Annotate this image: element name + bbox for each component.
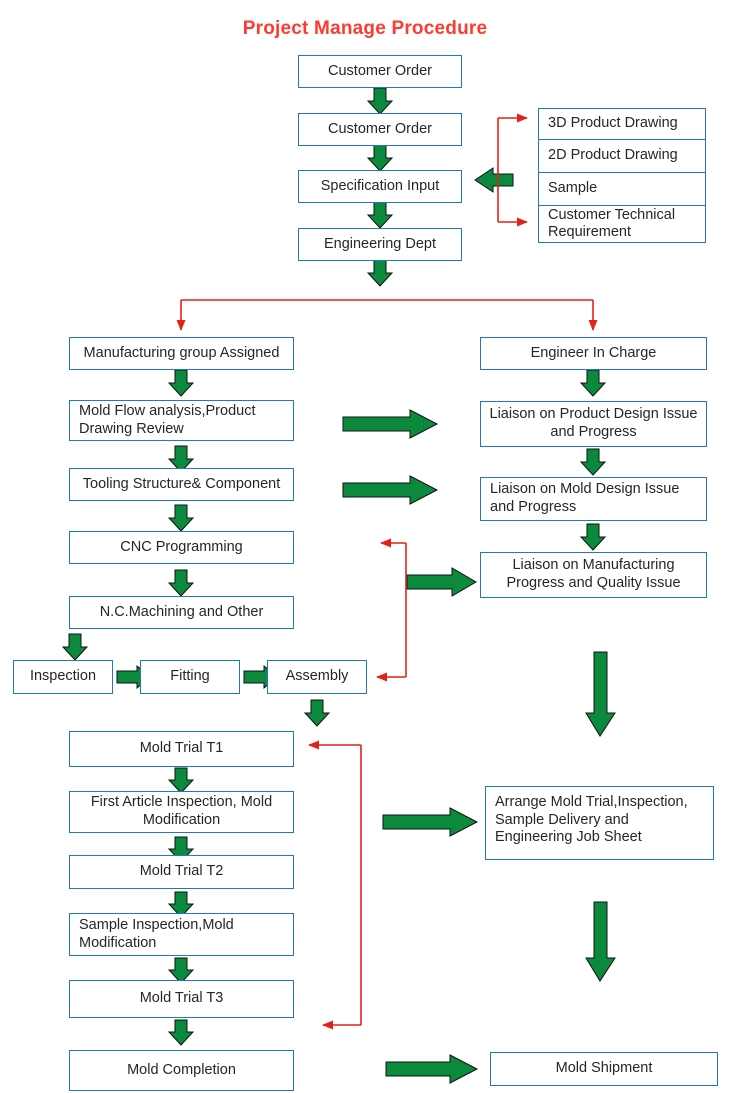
node-mold-trial-t2[interactable]: Mold Trial T2 [69,855,294,889]
arrow-cnc-to-liaison3 [406,567,477,597]
node-engineering-dept[interactable]: Engineering Dept [298,228,462,261]
node-manufacturing-group-assigned[interactable]: Manufacturing group Assigned [69,337,294,370]
node-arrange-mold-trial[interactable]: Arrange Mold Trial,Inspection, Sample De… [485,786,714,860]
arrow-arrange-to-shipment [585,901,616,982]
node-mold-trial-t1[interactable]: Mold Trial T1 [69,731,294,767]
node-sample-inspection-mold-modification[interactable]: Sample Inspection,Mold Modification [69,913,294,956]
arrow-t1-to-fai [167,767,195,794]
node-mold-completion[interactable]: Mold Completion [69,1050,294,1091]
node-assembly[interactable]: Assembly [267,660,367,694]
node-nc-machining-and-other[interactable]: N.C.Machining and Other [69,596,294,629]
node-cnc-programming[interactable]: CNC Programming [69,531,294,564]
node-mold-shipment[interactable]: Mold Shipment [490,1052,718,1086]
arrow-customer-order-1-to-2 [366,87,394,115]
green-arrow-left-group [474,167,514,193]
node-customer-order-1[interactable]: Customer Order [298,55,462,88]
node-liaison-product-design[interactable]: Liaison on Product Design Issue and Prog… [480,401,707,447]
node-customer-technical-requirement[interactable]: Customer Technical Requirement [538,206,706,243]
node-tooling-structure-component[interactable]: Tooling Structure& Component [69,468,294,501]
arrow-t1-to-arrange [382,807,479,837]
node-sample[interactable]: Sample [538,173,706,206]
arrow-nc-to-inspection [61,633,89,661]
arrow-customer-order-2-to-spec [366,144,394,172]
node-engineer-in-charge[interactable]: Engineer In Charge [480,337,707,370]
arrow-spec-to-engineering [366,201,394,229]
arrow-completion-to-shipment [385,1054,479,1084]
node-mold-trial-t3[interactable]: Mold Trial T3 [69,980,294,1018]
node-liaison-mold-design[interactable]: Liaison on Mold Design Issue and Progres… [480,477,707,521]
arrow-liaison1-to-liaison2 [579,448,607,476]
arrow-moldflow-to-liaison1 [342,409,439,439]
node-inspection[interactable]: Inspection [13,660,113,694]
arrow-liaison3-to-arrange [585,651,616,737]
node-specification-input[interactable]: Specification Input [298,170,462,203]
arrow-cnc-to-nc [167,569,195,597]
node-customer-order-2[interactable]: Customer Order [298,113,462,146]
arrow-assembly-to-t1 [303,699,331,727]
arrow-engineering-down [366,259,394,287]
arrow-tooling-to-liaison2 [342,475,439,505]
page-title: Project Manage Procedure [242,18,488,39]
arrow-mfg-to-moldflow [167,369,195,397]
arrow-tooling-to-cnc [167,504,195,532]
arrow-t3-to-completion [167,1019,195,1046]
node-fitting[interactable]: Fitting [140,660,240,694]
arrow-engineer-to-liaison1 [579,369,607,397]
node-2d-product-drawing[interactable]: 2D Product Drawing [538,140,706,173]
node-3d-product-drawing[interactable]: 3D Product Drawing [538,108,706,140]
node-liaison-manufacturing-progress[interactable]: Liaison on Manufacturing Progress and Qu… [480,552,707,598]
arrow-liaison2-to-liaison3 [579,523,607,551]
arrow-documents-to-spec [474,167,514,193]
node-first-article-inspection[interactable]: First Article Inspection, Mold Modificat… [69,791,294,833]
node-mold-flow-analysis[interactable]: Mold Flow analysis,Product Drawing Revie… [69,400,294,441]
